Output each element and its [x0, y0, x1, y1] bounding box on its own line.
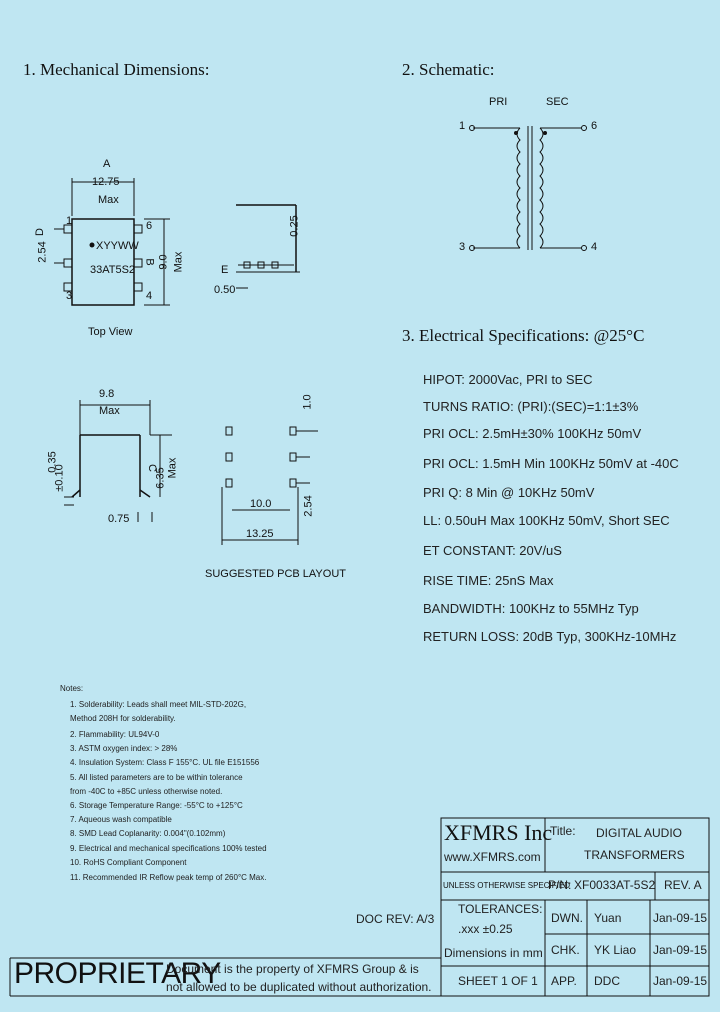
pcb-outer-value: 13.25 [246, 528, 274, 540]
pri-label: PRI [489, 96, 508, 108]
width-value: 12.75 [92, 176, 120, 188]
height-max: Max [172, 251, 185, 273]
sheet-count: SHEET 1 OF 1 [458, 974, 538, 988]
note-line: 6. Storage Temperature Range: -55°C to +… [70, 801, 243, 810]
pcb-inner-value: 10.0 [250, 498, 272, 510]
revision: REV. A [664, 878, 702, 892]
spec-line: ET CONSTANT: 20V/uS [423, 543, 562, 558]
dwn-name: Yuan [594, 911, 622, 925]
chk-date: Jan-09-15 [653, 943, 708, 957]
sch-pin1: 1 [459, 120, 466, 132]
notes-title: Notes: [60, 684, 84, 693]
dim-b-label: B [143, 258, 156, 266]
part-number: XF0033AT-5S2 [574, 878, 656, 892]
top-view-package [54, 178, 170, 306]
pn-label: P/N: [548, 878, 572, 892]
spec-line: PRI OCL: 1.5mH Min 100KHz 50mV at -40C [423, 456, 679, 471]
app-date: Jan-09-15 [653, 974, 708, 988]
title-line1: DIGITAL AUDIO [596, 826, 683, 840]
pin6-label: 6 [146, 220, 153, 232]
proprietary-line1: Document is the property of XFMRS Group … [166, 962, 419, 976]
pcb-pitch-value: 2.54 [302, 495, 315, 517]
spec-line: RISE TIME: 25nS Max [423, 573, 554, 588]
note-line: 4. Insulation System: Class F 155°C. UL … [70, 758, 260, 767]
spec-line: TURNS RATIO: (PRI):(SEC)=1:1±3% [423, 399, 639, 414]
dim-a-label: A [103, 158, 111, 170]
schematic-heading: 2. Schematic: [402, 60, 495, 79]
note-line: 10. RoHS Compliant Component [70, 858, 187, 867]
dwn-label: DWN. [551, 911, 583, 925]
dim-d-value: 2.54 [36, 241, 49, 263]
pcb-top-value: 1.0 [301, 394, 314, 410]
sch-pin6: 6 [591, 120, 598, 132]
chk-name: YK Liao [594, 943, 637, 957]
note-line: 11. Recommended IR Reflow peak temp of 2… [70, 873, 267, 882]
dwn-date: Jan-09-15 [653, 911, 708, 925]
pcb-caption: SUGGESTED PCB LAYOUT [205, 568, 346, 580]
note-line: 7. Aqueous wash compatible [70, 815, 172, 824]
mechanical-heading: 1. Mechanical Dimensions: [23, 60, 210, 79]
proprietary-line2: not allowed to be duplicated without aut… [166, 980, 432, 994]
app-label: APP. [551, 974, 577, 988]
front-width-value: 9.8 [99, 388, 115, 400]
app-name: DDC [594, 974, 620, 988]
pin3-label: 3 [66, 290, 73, 302]
pin1-label: 1 [66, 215, 73, 227]
company-website[interactable]: www.XFMRS.com [444, 850, 541, 864]
note-line: 8. SMD Lead Coplanarity: 0.004"(0.102mm) [70, 829, 226, 838]
front-left-tol: ±0.10 [53, 464, 66, 492]
note-line: 3. ASTM oxygen index: > 28% [70, 744, 178, 753]
note-line: 1. Solderability: Leads shall meet MIL-S… [70, 700, 247, 709]
title-line2: TRANSFORMERS [584, 848, 685, 862]
spec-line: BANDWIDTH: 100KHz to 55MHz Typ [423, 601, 639, 616]
sch-pin3: 3 [459, 241, 466, 253]
spec-line: LL: 0.50uH Max 100KHz 50mV, Short SEC [423, 513, 670, 528]
spec-line: PRI Q: 8 Min @ 10KHz 50mV [423, 485, 595, 500]
marking-line2: 33AT5S2 [90, 264, 136, 276]
front-view [64, 400, 172, 522]
company-name: XFMRS Inc [444, 820, 553, 845]
note-line: 9. Electrical and mechanical specificati… [70, 844, 267, 853]
tolerances-label: TOLERANCES: [458, 902, 543, 916]
title-label: Title: [550, 824, 576, 838]
top-view-caption: Top View [88, 326, 133, 338]
front-bottom-value: 0.75 [108, 513, 130, 525]
note-line: Method 208H for solderability. [70, 714, 176, 723]
sch-pin4: 4 [591, 241, 598, 253]
front-width-max: Max [99, 405, 120, 417]
pcb-layout [221, 426, 318, 545]
note-line: from -40C to +85C unless otherwise noted… [70, 787, 223, 796]
unless-specified: UNLESS OTHERWISE SPECIFIED [443, 881, 570, 890]
note-line: 5. All listed parameters are to be withi… [70, 773, 243, 782]
side-e-value: 0.50 [214, 284, 236, 296]
sec-label: SEC [546, 96, 569, 108]
schematic-diagram [469, 125, 587, 251]
doc-revision: DOC REV: A/3 [356, 912, 435, 926]
note-line: 2. Flammability: UL94V-0 [70, 730, 160, 739]
dim-d-label: D [33, 228, 46, 236]
side-d-value: 0.25 [288, 215, 301, 237]
front-c-max: Max [166, 457, 179, 479]
tolerance-value: .xxx ±0.25 [458, 922, 513, 936]
marking-line1: XYYWW [96, 240, 139, 252]
dimensions-unit: Dimensions in mm [444, 946, 543, 960]
spec-line: HIPOT: 2000Vac, PRI to SEC [423, 372, 593, 387]
front-c-value: 6.35 [154, 467, 167, 489]
pin4-label: 4 [146, 290, 153, 302]
spec-line: RETURN LOSS: 20dB Typ, 300KHz-10MHz [423, 629, 677, 644]
width-max: Max [98, 194, 119, 206]
electrical-heading: 3. Electrical Specifications: @25°C [402, 326, 645, 345]
side-view [236, 204, 300, 289]
height-value: 9.0 [157, 254, 170, 270]
spec-line: PRI OCL: 2.5mH±30% 100KHz 50mV [423, 426, 642, 441]
proprietary-label: PROPRIETARY [14, 957, 221, 990]
side-e-label: E [221, 264, 229, 276]
title-block-frame [9, 817, 710, 997]
chk-label: CHK. [551, 943, 580, 957]
